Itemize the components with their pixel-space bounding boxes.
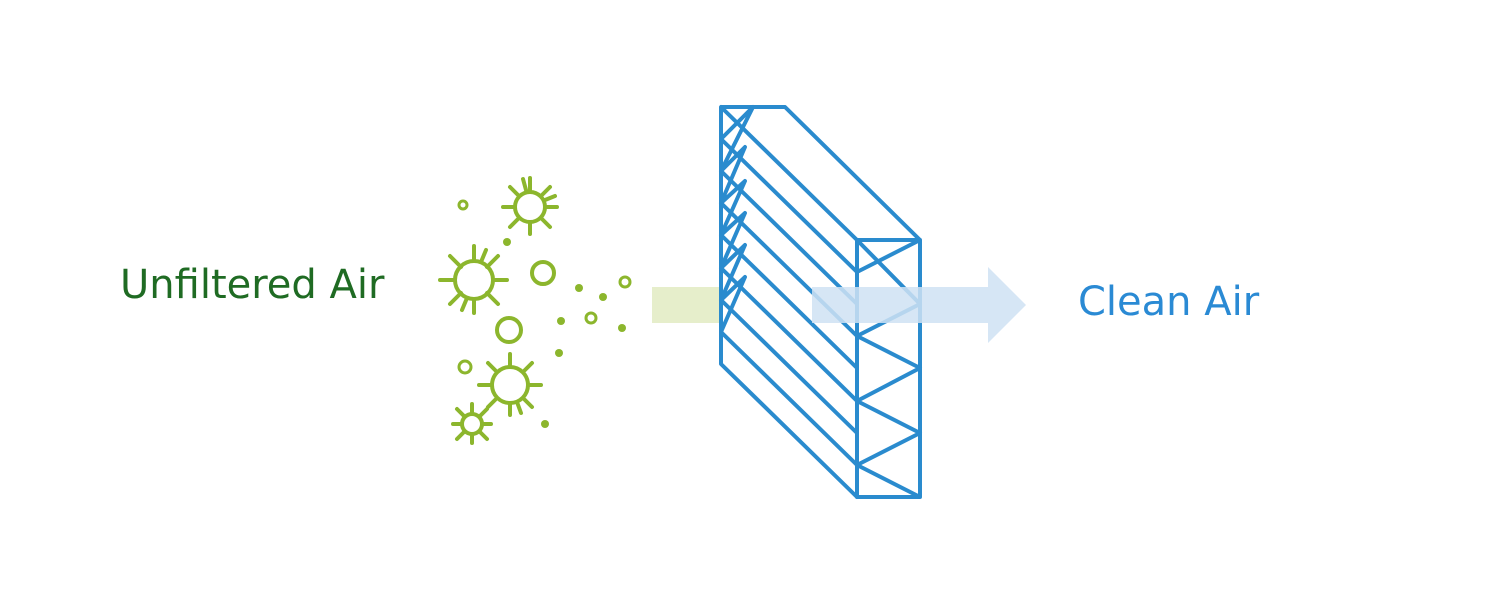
- dust-speck-icon: [503, 238, 511, 246]
- dust-ring-icon: [618, 275, 632, 289]
- dust-speck-icon: [575, 284, 583, 292]
- germ-icon: [451, 402, 493, 445]
- dust-speck-icon: [618, 324, 626, 332]
- dust-specks: [503, 238, 626, 428]
- clean-air-label: Clean Air: [1078, 279, 1260, 325]
- dust-ring-icon: [495, 316, 523, 344]
- dust-speck-icon: [557, 317, 565, 325]
- dust-ring-icon: [584, 311, 598, 325]
- dust-ring-icon: [457, 199, 469, 211]
- particles-icon: [438, 176, 632, 445]
- dust-speck-icon: [541, 420, 549, 428]
- germ-icon: [438, 244, 509, 315]
- germ-icon: [501, 176, 559, 236]
- dust-speck-icon: [599, 293, 607, 301]
- germ-icon: [477, 352, 543, 417]
- unfiltered-air-label: Unfiltered Air: [120, 262, 385, 308]
- dust-speck-icon: [555, 349, 563, 357]
- airflow-arrow-icon: [812, 267, 1026, 343]
- dust-ring-icon: [457, 359, 473, 375]
- dust-ring-icon: [530, 260, 556, 286]
